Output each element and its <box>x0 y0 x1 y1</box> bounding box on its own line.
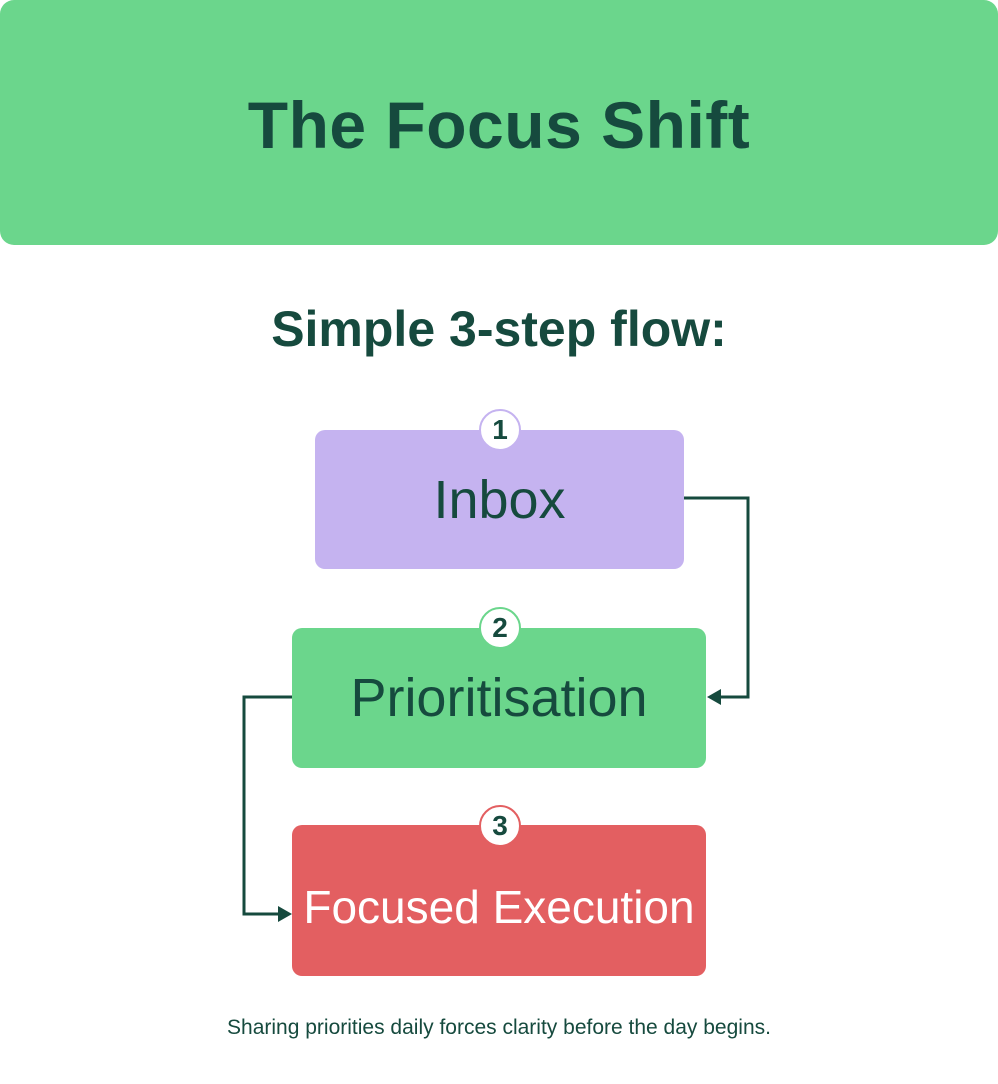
step-label: Inbox <box>433 469 566 530</box>
step-number: 3 <box>492 810 508 841</box>
step-number-badge: 3 <box>479 805 521 847</box>
step-label: Prioritisation <box>350 668 648 728</box>
arrowhead-left-icon <box>707 689 721 705</box>
step-number-badge: 1 <box>479 409 521 451</box>
connector-step1-to-step2 <box>684 496 750 699</box>
page-title: The Focus Shift <box>247 87 751 162</box>
flow-subtitle: Simple 3-step flow: <box>271 301 727 357</box>
footer-caption: Sharing priorities daily forces clarity … <box>227 1016 771 1039</box>
step-inbox: Inbox <box>315 430 684 569</box>
connector-step2-to-step3 <box>242 695 292 916</box>
header-banner: The Focus Shift <box>0 0 998 245</box>
step-prioritisation: Prioritisation <box>292 628 706 768</box>
step-number: 2 <box>492 612 508 643</box>
step-number: 1 <box>492 414 508 445</box>
step-label: Focused Execution <box>303 880 695 933</box>
arrowhead-right-icon <box>278 906 292 922</box>
step-focused-execution: Focused Execution <box>292 825 706 976</box>
step-number-badge: 2 <box>479 607 521 649</box>
